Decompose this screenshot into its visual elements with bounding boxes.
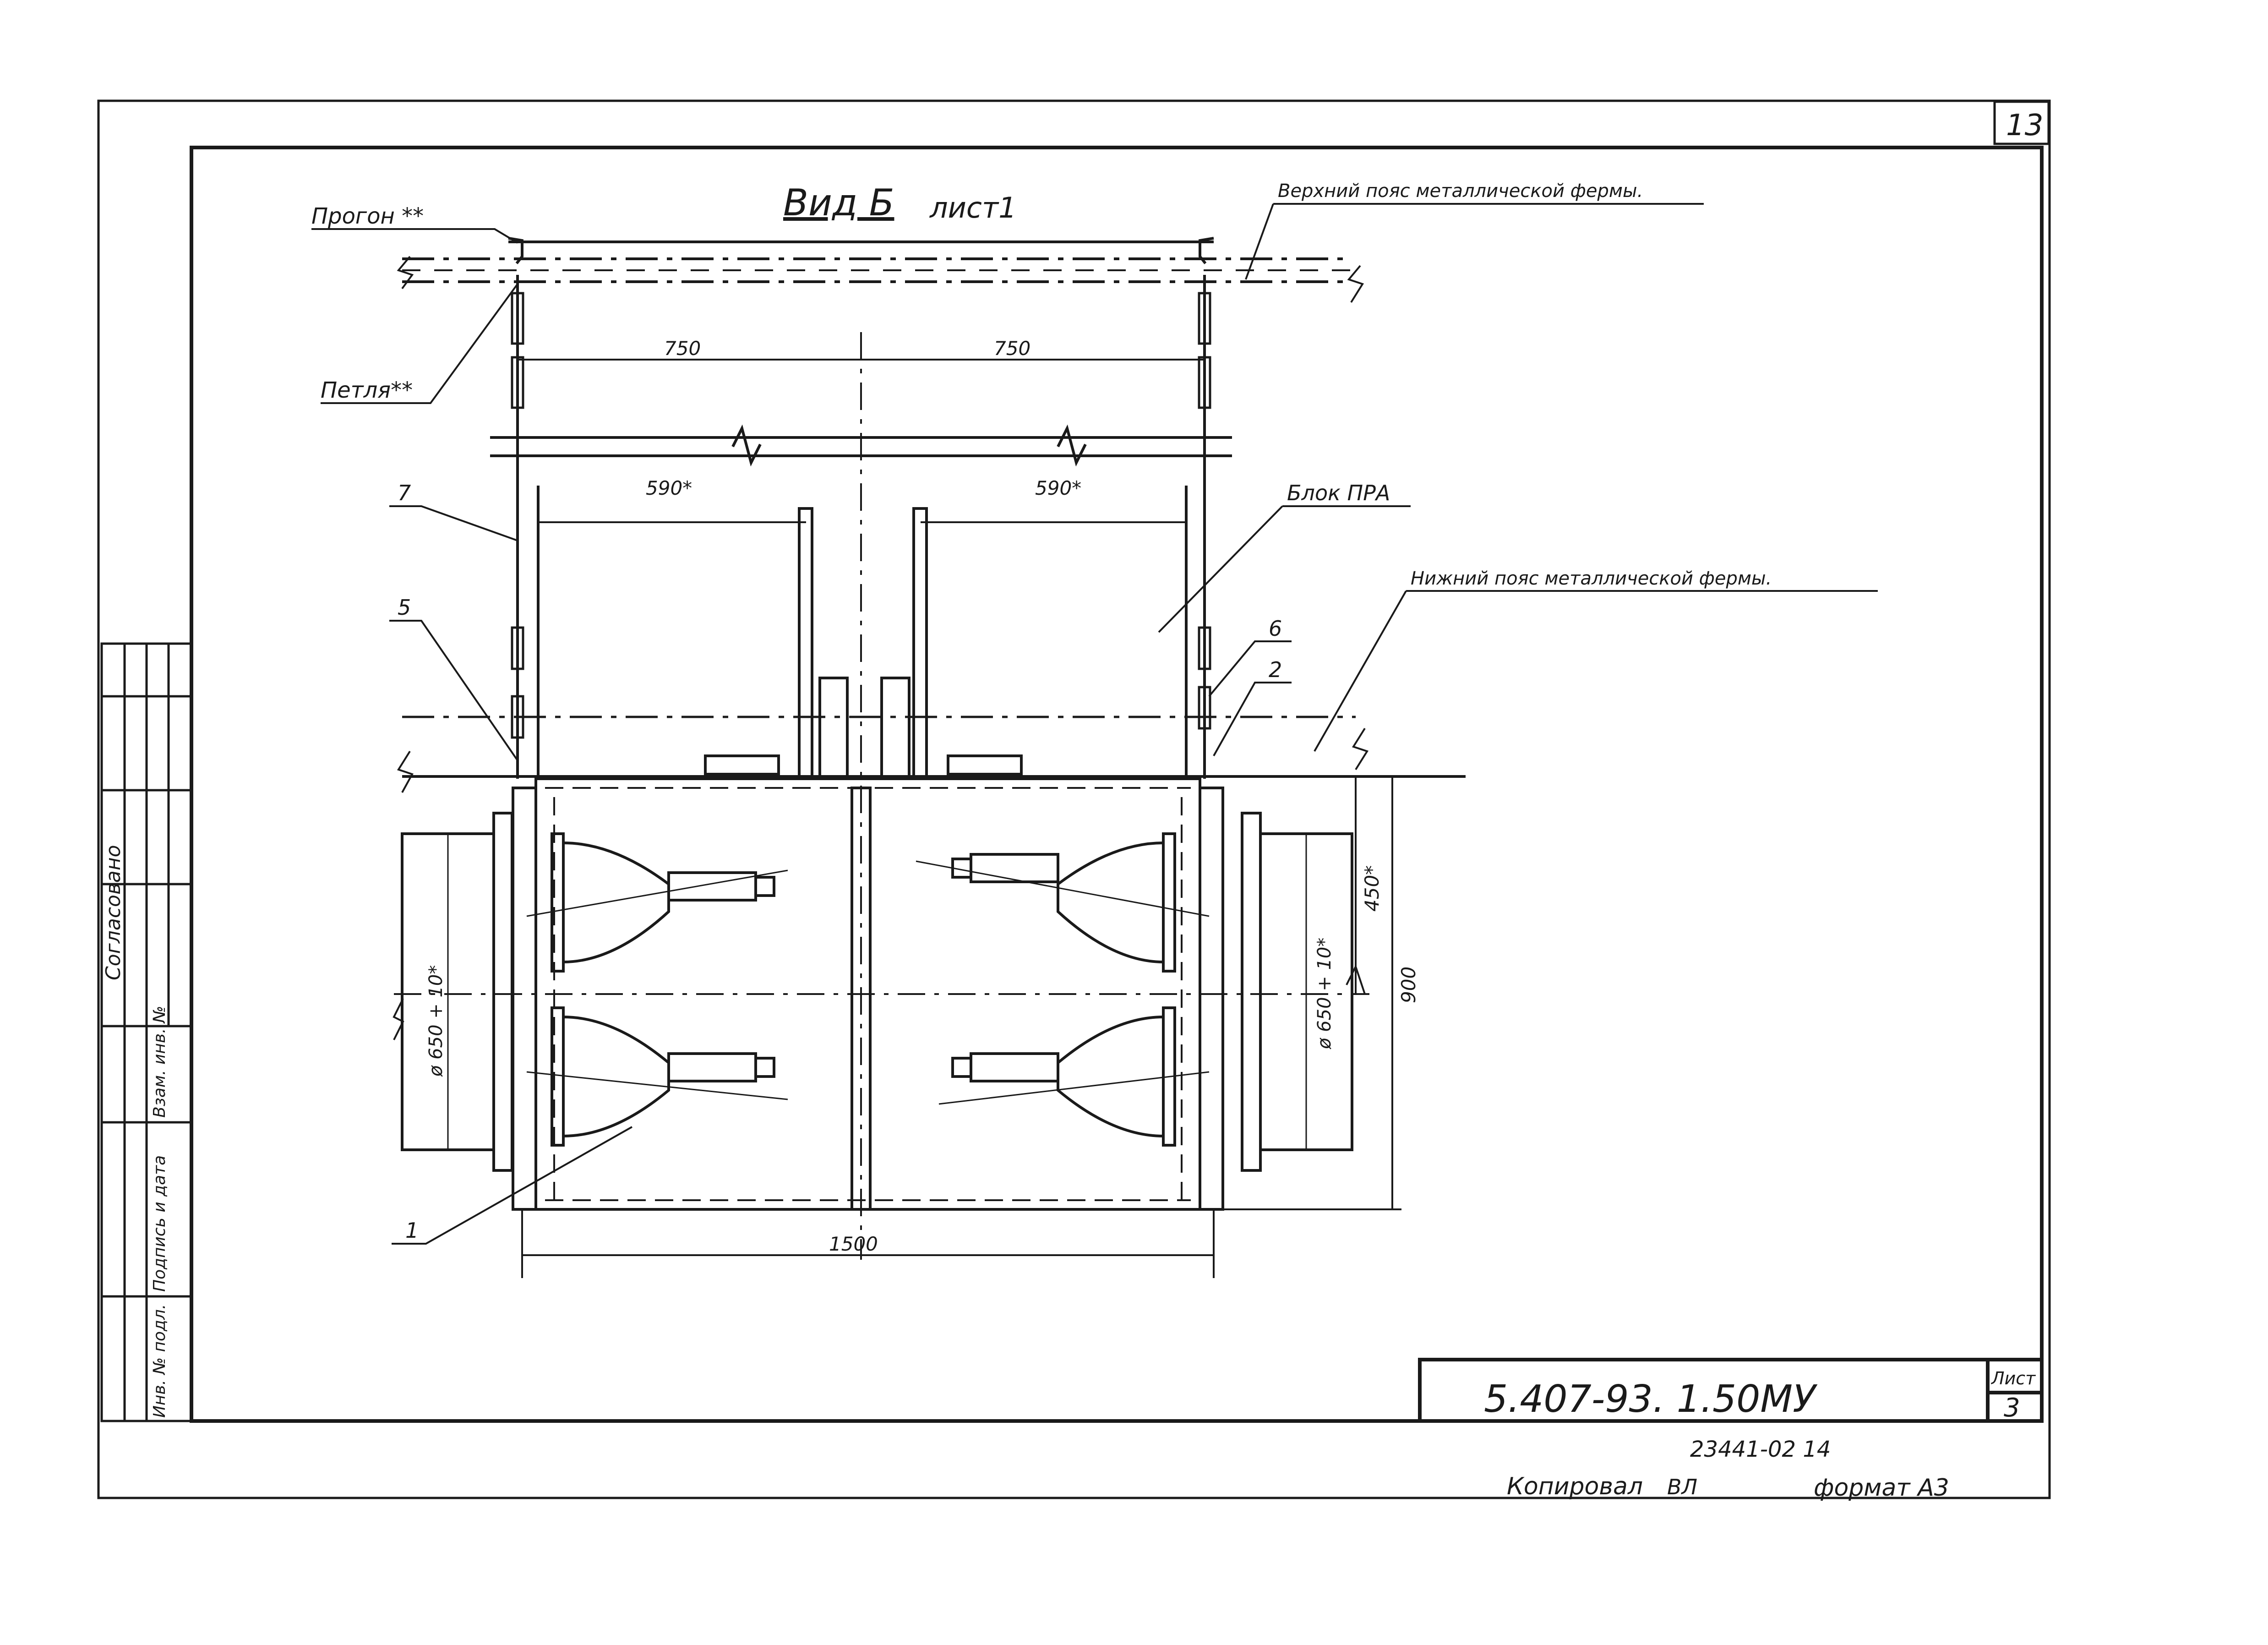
lamp-lower-right	[951, 1006, 1176, 1147]
view-sheet-ref: лист1	[929, 191, 1017, 224]
side-stamp	[100, 642, 193, 1422]
leaders	[311, 203, 1878, 1245]
diam-break-left	[393, 998, 404, 1040]
label-purlin: Прогон **	[311, 203, 424, 229]
dim-750-left: 750	[664, 337, 701, 360]
label-pos-6: 6	[1269, 616, 1282, 641]
dim-left-diam: ø 650 + 10*	[425, 965, 447, 1077]
drawing-code: 5.407-93. 1.50МУ	[1484, 1377, 1818, 1421]
label-pos-5: 5	[398, 595, 411, 620]
sheet-label: Лист	[1990, 1368, 2036, 1388]
top-chord	[397, 240, 1364, 303]
corner-number-box	[1993, 100, 2050, 145]
title-block	[1418, 1358, 2044, 1423]
label-bottom-chord: Нижний пояс металлической фермы.	[1411, 568, 1772, 589]
dim-750-right: 750	[994, 337, 1030, 360]
lamp-upper-left	[551, 832, 775, 973]
stamp-replaces: Взам. инв. №	[150, 1006, 169, 1118]
label-pos-7: 7	[398, 481, 411, 505]
copied-by: Копировал	[1507, 1473, 1643, 1500]
dim-1500	[521, 1209, 1215, 1278]
dim-1500-label: 1500	[829, 1233, 878, 1255]
label-top-chord: Верхний пояс металлической фермы.	[1278, 180, 1643, 202]
sheet-frame	[97, 99, 2051, 1499]
inner-frame	[190, 146, 2044, 1423]
bottom-chord	[397, 716, 1466, 793]
label-pos-2: 2	[1269, 657, 1282, 682]
lamp-lower-left	[551, 1006, 775, 1147]
format: формат А3	[1814, 1474, 1949, 1502]
dim-750	[518, 332, 1205, 1260]
dim-right-diam: ø 650 + 10*	[1314, 938, 1335, 1049]
ballast-boxes	[537, 486, 1188, 780]
side-flanges	[394, 812, 1369, 1172]
dim-900: 900	[1397, 967, 1420, 1003]
dim-vertical	[1209, 776, 1401, 1210]
lamp-upper-right	[951, 832, 1176, 973]
label-loop: Петля**	[321, 377, 413, 403]
stamp-signature-date: Подпись и дата	[150, 1155, 169, 1292]
dim-450: 450*	[1361, 865, 1383, 912]
lamp-fixtures	[526, 832, 1210, 1147]
view-title: Вид Б	[783, 181, 894, 224]
stamp-inventory-original: Инв. № подл.	[150, 1304, 169, 1418]
copied-signature: ВЛ	[1667, 1475, 1697, 1499]
sheet-number: 3	[2004, 1393, 2020, 1423]
dim-590-left: 590*	[646, 477, 692, 499]
label-pos-1: 1	[405, 1218, 419, 1243]
mid-break	[490, 424, 1232, 467]
label-ballast-block: Блок ПРА	[1287, 481, 1390, 505]
outer-frame	[97, 99, 2051, 1499]
corner-number: 13	[2006, 109, 2043, 142]
dim-590-right: 590*	[1035, 477, 1081, 499]
inventory-number: 23441-02 14	[1690, 1437, 1831, 1462]
stamp-agreed: Согласовано	[102, 845, 125, 980]
